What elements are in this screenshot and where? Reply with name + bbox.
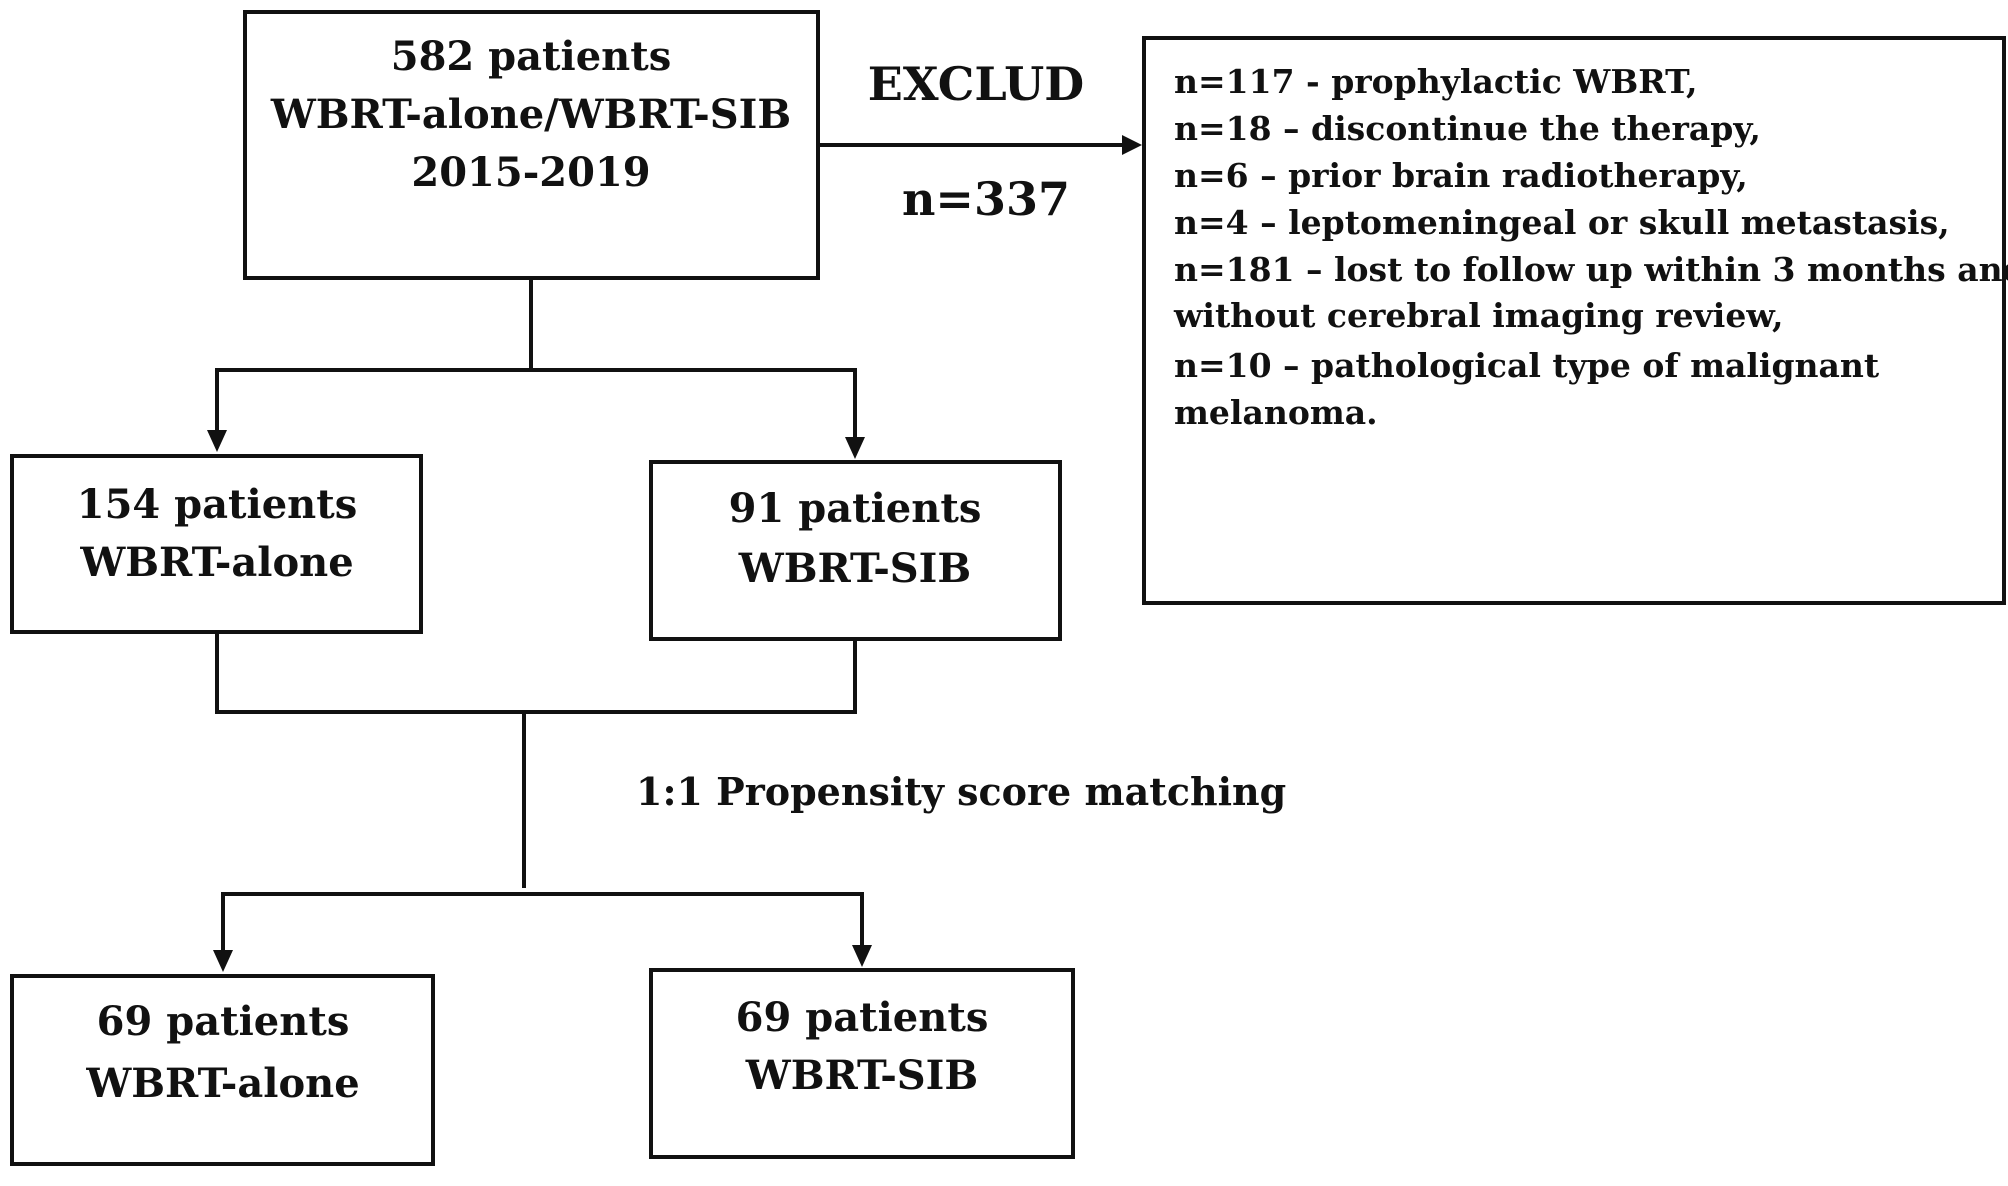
- matched-alone-count: 69 patients: [97, 998, 350, 1045]
- split-bar: [215, 368, 857, 437]
- exclusion-arrow-head: [1122, 135, 1142, 155]
- exclusion-count: n=337: [902, 172, 1070, 226]
- match-arrow-left: [213, 950, 233, 972]
- matched-sib-name: WBRT-SIB: [745, 1052, 978, 1099]
- exclusion-item-8: melanoma.: [1174, 393, 1378, 432]
- exclusion-box: n=117 - prophylactic WBRT, n=18 – discon…: [1142, 36, 2008, 605]
- exclusion-item-4: n=4 – leptomeningeal or skull metastasis…: [1174, 203, 1950, 242]
- group-alone-count: 154 patients: [77, 481, 358, 528]
- merge-connector: [215, 632, 857, 888]
- top-box: 582 patients WBRT-alone/WBRT-SIB 2015-20…: [243, 10, 820, 280]
- match-arrow-right: [852, 945, 872, 967]
- group-alone-box: 154 patients WBRT-alone: [10, 454, 423, 634]
- group-sib-name: WBRT-SIB: [738, 545, 971, 592]
- top-box-line3: 2015-2019: [411, 149, 650, 196]
- matched-alone-name: WBRT-alone: [85, 1060, 359, 1107]
- matched-sib-count: 69 patients: [736, 994, 989, 1041]
- top-box-line2: WBRT-alone/WBRT-SIB: [270, 91, 791, 138]
- exclusion-item-7: n=10 – pathological type of malignant: [1174, 346, 1880, 385]
- split-connector: [207, 278, 865, 459]
- match-split-connector: [213, 892, 872, 972]
- merge-bar: [215, 632, 857, 714]
- top-box-frame: [243, 10, 820, 280]
- exclusion-label: EXCLUD: [868, 57, 1084, 111]
- split-arrow-left: [207, 430, 227, 452]
- matching-label: 1:1 Propensity score matching: [636, 769, 1286, 814]
- exclusion-item-1: n=117 - prophylactic WBRT,: [1174, 62, 1698, 101]
- matched-sib-box: 69 patients WBRT-SIB: [649, 968, 1075, 1159]
- top-box-line1: 582 patients: [391, 33, 672, 80]
- exclusion-box-frame: [1142, 36, 2006, 605]
- split-arrow-right: [845, 437, 865, 459]
- matched-sib-frame: [649, 968, 1075, 1159]
- exclusion-item-6: without cerebral imaging review,: [1173, 296, 1784, 335]
- group-alone-frame: [10, 454, 423, 634]
- exclusion-item-3: n=6 – prior brain radiotherapy,: [1174, 156, 1748, 195]
- exclusion-item-2: n=18 – discontinue the therapy,: [1174, 109, 1761, 148]
- group-sib-frame: [649, 460, 1062, 641]
- exclusion-item-5: n=181 – lost to follow up within 3 month…: [1174, 250, 2008, 289]
- match-split-bar: [221, 892, 864, 950]
- group-alone-name: WBRT-alone: [79, 539, 353, 586]
- exclusion-arrow: [818, 135, 1142, 155]
- group-sib-count: 91 patients: [729, 485, 982, 532]
- matched-alone-box: 69 patients WBRT-alone: [10, 974, 435, 1166]
- group-sib-box: 91 patients WBRT-SIB: [649, 460, 1062, 641]
- matched-alone-frame: [10, 974, 435, 1166]
